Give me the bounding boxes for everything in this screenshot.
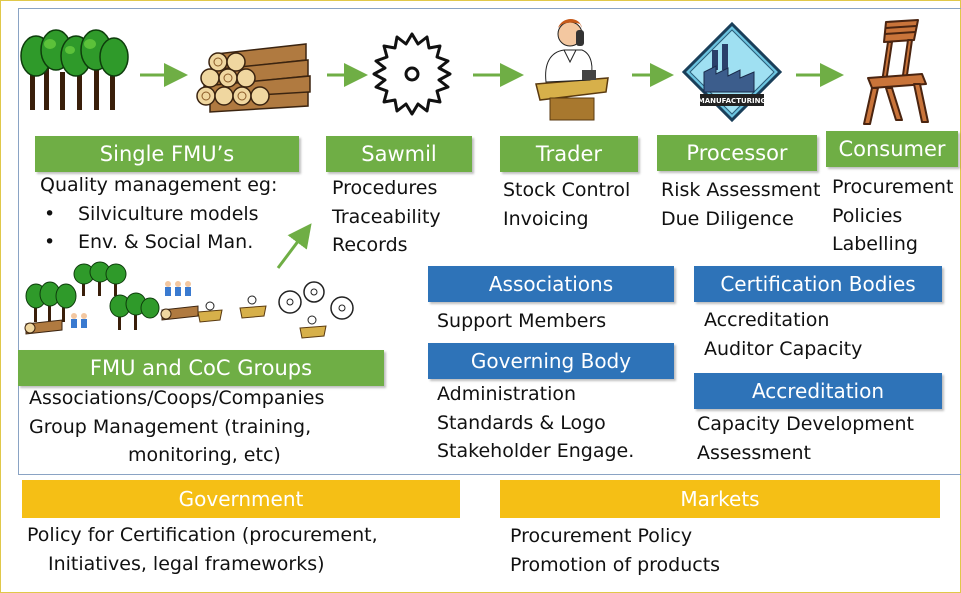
consumer-line: Labelling bbox=[832, 233, 918, 255]
accreditation-title: Accreditation bbox=[694, 373, 942, 409]
single-fmu-text: Quality management eg: Silviculture mode… bbox=[40, 171, 277, 257]
certification-bodies-line: Auditor Capacity bbox=[704, 337, 863, 360]
sawmil-title: Sawmil bbox=[326, 136, 472, 172]
groups-title: FMU and CoC Groups bbox=[18, 350, 384, 386]
trader-line: Invoicing bbox=[503, 207, 589, 230]
trader-on-phone-icon bbox=[535, 19, 609, 121]
government-line: Initiatives, legal frameworks) bbox=[48, 552, 325, 575]
arrow-groups-to-fmu bbox=[276, 223, 312, 269]
associations-line: Support Members bbox=[437, 310, 607, 332]
trader-text: Stock Control Invoicing bbox=[503, 176, 630, 233]
associations-text: Support Members bbox=[437, 307, 606, 336]
government-text: Policy for Certification (procurement, I… bbox=[27, 521, 378, 578]
governing-body-line: Stakeholder Engage. bbox=[437, 440, 635, 462]
markets-text: Procurement Policy Promotion of products bbox=[510, 522, 720, 579]
markets-line: Procurement Policy bbox=[510, 525, 693, 547]
certification-bodies-text: Accreditation Auditor Capacity bbox=[704, 306, 862, 363]
certification-bodies-line: Accreditation bbox=[704, 309, 830, 331]
processor-line: Risk Assessment bbox=[661, 179, 821, 201]
sawmil-line: Procedures bbox=[332, 177, 438, 199]
accreditation-line: Capacity Development bbox=[697, 413, 914, 435]
inner-frame bbox=[18, 8, 961, 475]
governing-body-line: Administration bbox=[437, 383, 577, 405]
single-fmu-title: Single FMU’s bbox=[35, 136, 299, 172]
groups-line: Group Management (training, bbox=[29, 415, 312, 438]
governing-body-line: Standards & Logo bbox=[437, 411, 606, 434]
consumer-text: Procurement Policies Labelling bbox=[832, 173, 953, 259]
sawmil-line: Traceability bbox=[332, 205, 441, 228]
markets-line: Promotion of products bbox=[510, 553, 721, 576]
consumer-line: Procurement bbox=[832, 176, 954, 198]
single-fmu-bullet: Env. & Social Man. bbox=[44, 228, 277, 257]
accreditation-line: Assessment bbox=[697, 441, 811, 464]
consumer-title: Consumer bbox=[826, 131, 958, 167]
logs-icon bbox=[196, 43, 311, 113]
manufacturing-sign: MANUFACTURING bbox=[698, 97, 767, 105]
forest-icon bbox=[20, 29, 129, 110]
government-line: Policy for Certification (procurement, bbox=[27, 524, 378, 546]
governing-body-text: Administration Standards & Logo Stakehol… bbox=[437, 380, 634, 466]
saw-blade-icon bbox=[372, 32, 452, 116]
single-fmu-line: Quality management eg: bbox=[40, 174, 278, 196]
governing-body-title: Governing Body bbox=[428, 343, 674, 379]
accreditation-text: Capacity Development Assessment bbox=[697, 410, 914, 467]
single-fmu-bullet: Silviculture models bbox=[44, 200, 277, 229]
markets-title: Markets bbox=[500, 480, 940, 518]
consumer-line: Policies bbox=[832, 204, 903, 227]
government-title: Government bbox=[22, 480, 460, 518]
groups-line: monitoring, etc) bbox=[128, 444, 281, 466]
sawmil-text: Procedures Traceability Records bbox=[332, 174, 441, 260]
processor-title: Processor bbox=[657, 135, 817, 171]
groups-text: Associations/Coops/Companies Group Manag… bbox=[29, 384, 324, 470]
chair-icon bbox=[863, 19, 929, 125]
processor-line: Due Diligence bbox=[661, 207, 794, 230]
group-cluster-icon bbox=[24, 261, 354, 339]
manufacturing-icon: MANUFACTURING bbox=[681, 21, 783, 123]
certification-bodies-title: Certification Bodies bbox=[694, 266, 942, 302]
groups-line: Associations/Coops/Companies bbox=[29, 387, 325, 409]
associations-title: Associations bbox=[428, 266, 674, 302]
sawmil-line: Records bbox=[332, 234, 408, 256]
trader-line: Stock Control bbox=[503, 179, 631, 201]
trader-title: Trader bbox=[500, 136, 638, 172]
processor-text: Risk Assessment Due Diligence bbox=[661, 176, 820, 233]
